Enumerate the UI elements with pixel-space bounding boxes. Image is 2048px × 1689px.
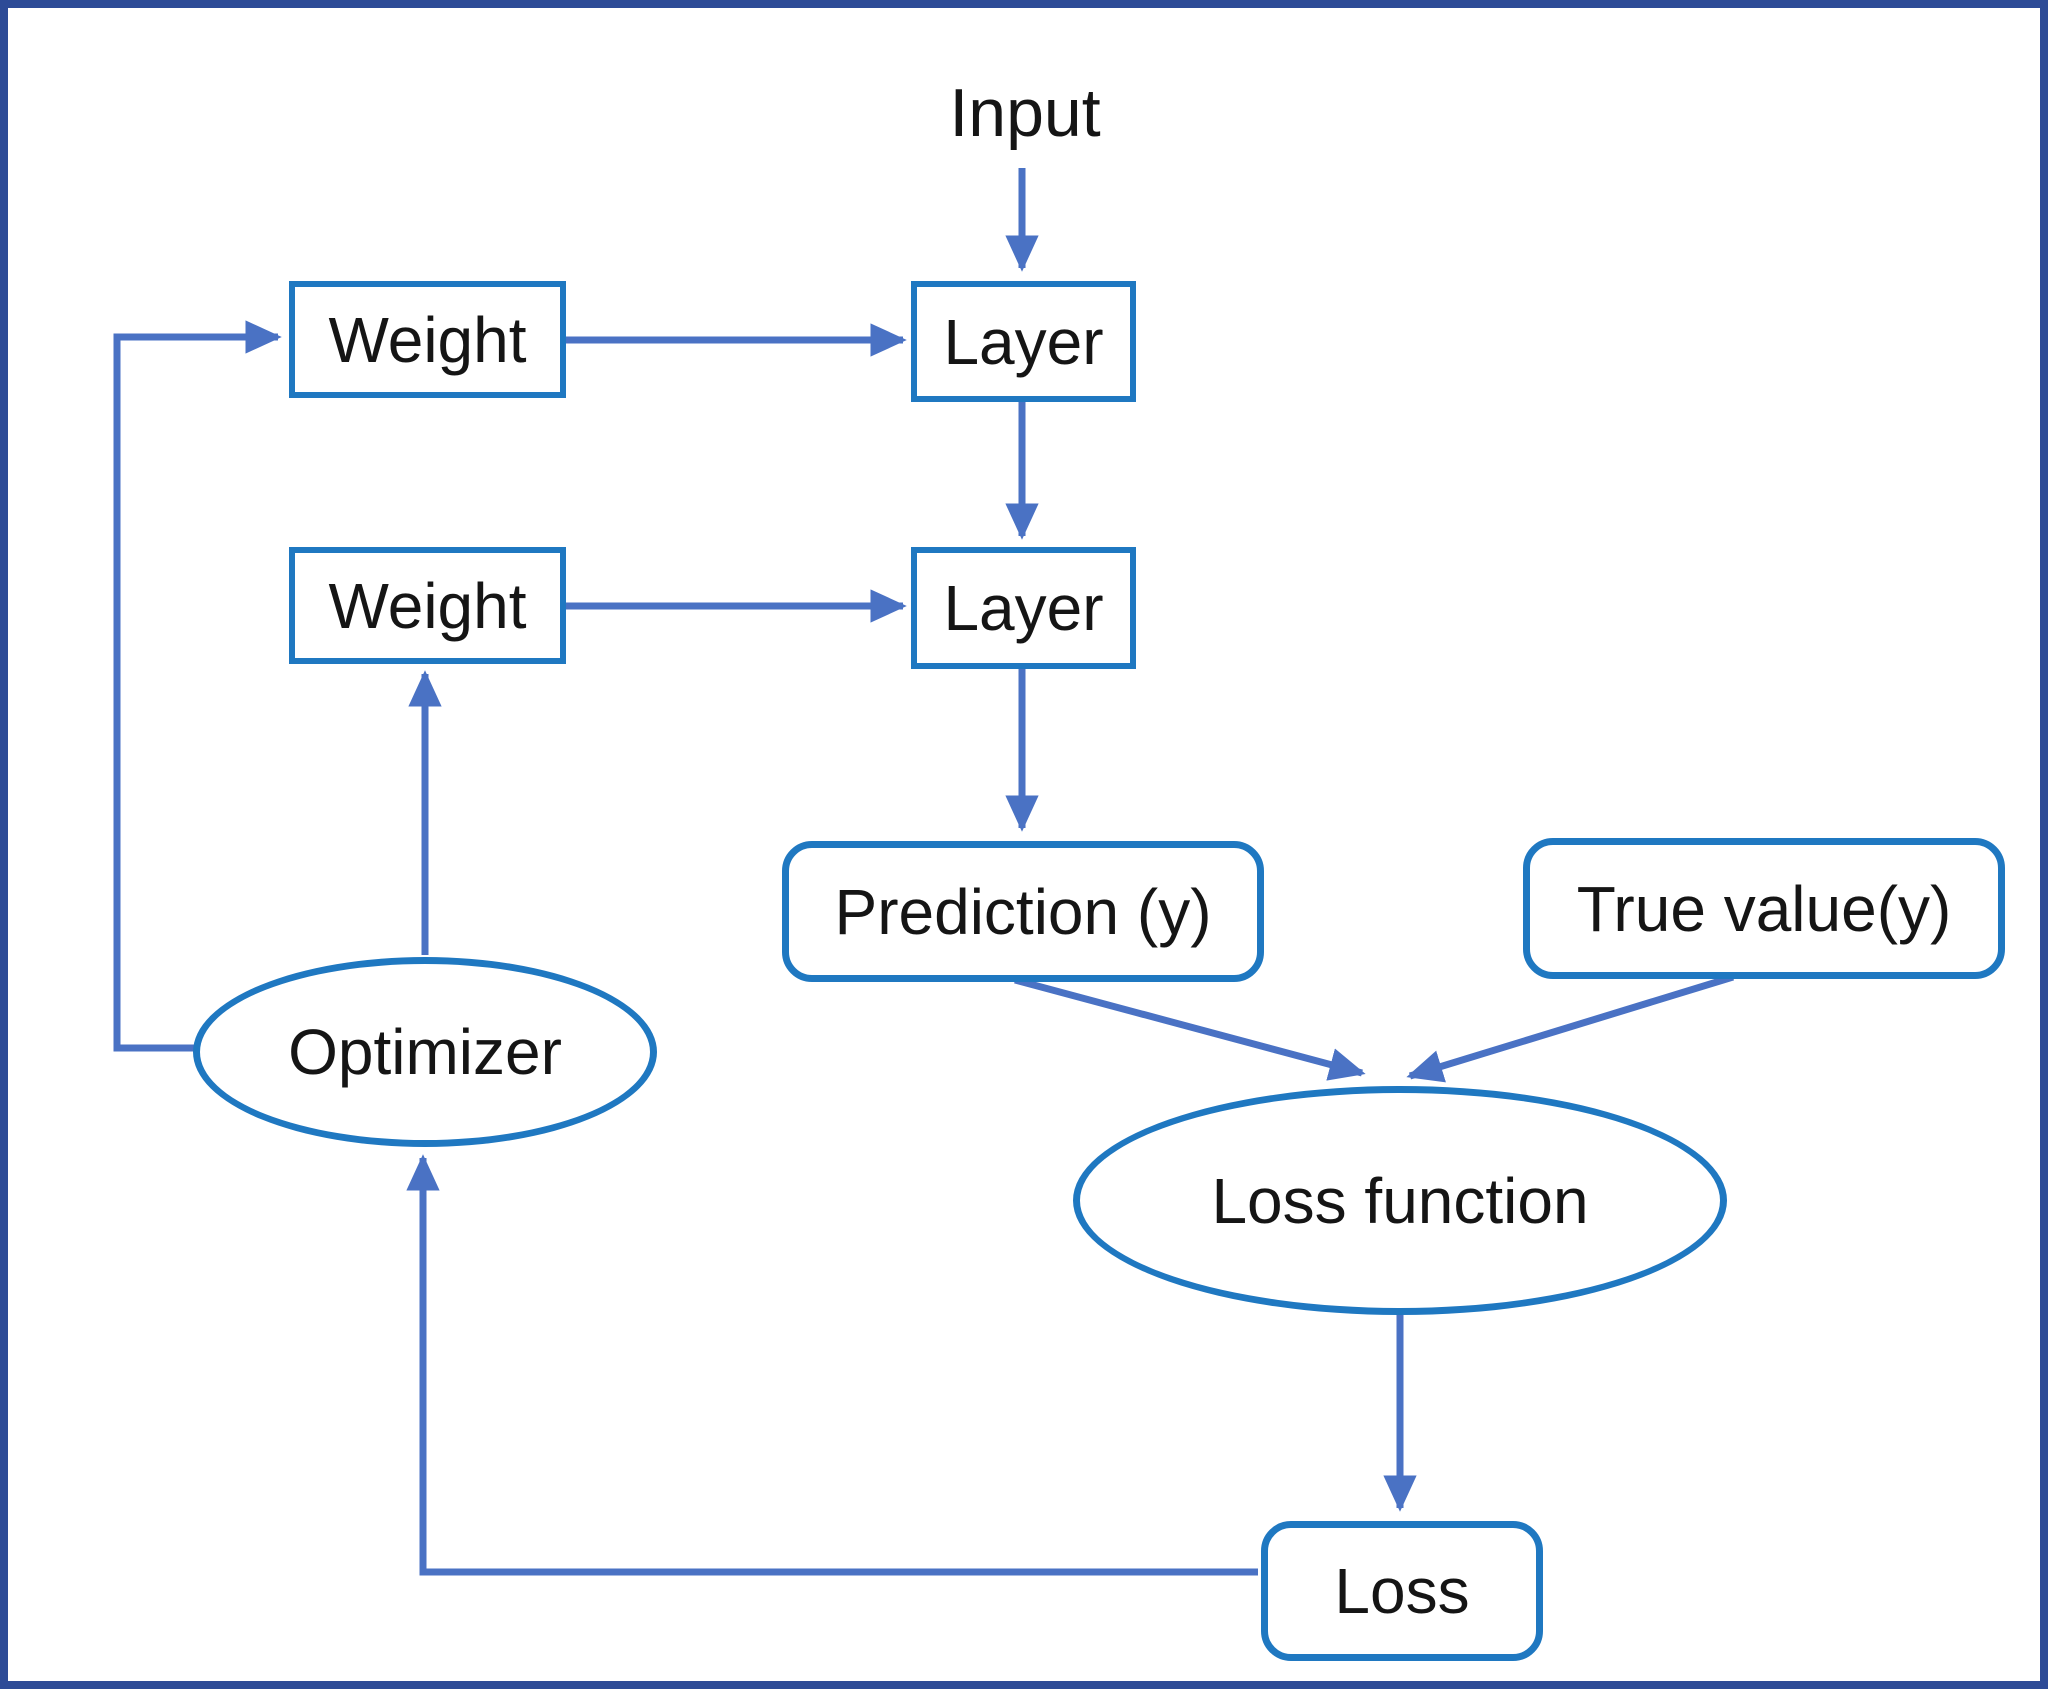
edge-loss-to-optimizer (406, 1154, 1258, 1576)
layer-top-label: Layer (943, 305, 1104, 378)
node-input-label: Input (880, 68, 1170, 158)
node-true-value: True value(y) (1523, 838, 2005, 979)
layer-bottom-label: Layer (943, 572, 1104, 644)
prediction-label: Prediction (y) (834, 875, 1212, 948)
weight-bottom-label: Weight (328, 569, 527, 642)
node-weight-bottom: Weight (289, 547, 566, 664)
node-prediction: Prediction (y) (782, 841, 1264, 982)
edge-true-value-to-loss-function (1406, 973, 1735, 1083)
node-layer-top: Layer (911, 281, 1136, 402)
optimizer-label: Optimizer (288, 1016, 562, 1088)
input-label-text: Input (949, 75, 1101, 151)
node-layer-bottom: Layer (911, 547, 1136, 669)
loss-label: Loss (1334, 1555, 1470, 1627)
edge-prediction-to-loss-function (1014, 976, 1366, 1081)
edge-optimizer-to-weight-top (113, 320, 282, 1052)
true-value-label: True value(y) (1576, 872, 1952, 945)
node-optimizer: Optimizer (193, 957, 657, 1147)
loss-function-label: Loss function (1211, 1164, 1589, 1237)
node-weight-top: Weight (289, 281, 566, 398)
node-loss: Loss (1261, 1521, 1543, 1661)
weight-top-label: Weight (328, 303, 527, 376)
node-loss-function: Loss function (1073, 1086, 1727, 1315)
